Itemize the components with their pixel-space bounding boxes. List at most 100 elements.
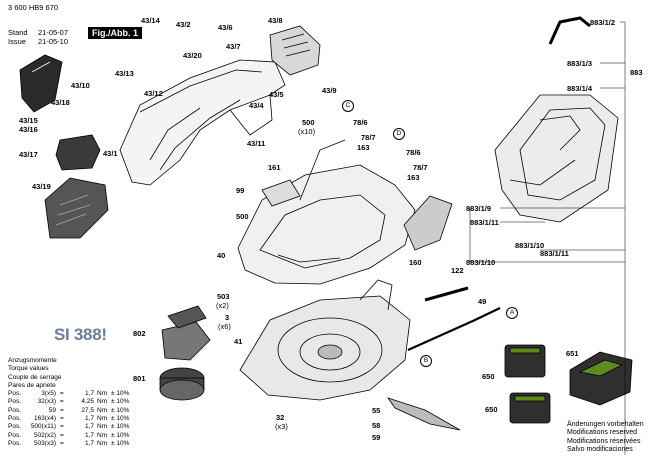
torque-table: Anzugsmomente Torque values Couple de se… [8,357,141,448]
torque-num: 502(x2) [33,431,56,439]
torque-eq: = [60,406,64,414]
torque-eq: = [60,398,64,406]
torque-unit: Nm [97,431,108,439]
torque-pos: Pos. [8,398,22,406]
callout-3: 3 [225,313,230,322]
keypad-part [269,25,321,76]
axle-49 [407,307,501,352]
callout-32: 32 [276,413,285,422]
torque-num: 3(x5) [41,390,56,398]
callout-500-b: 500 [236,212,249,221]
callout-43-10: 43/10 [71,81,90,90]
callout-43-14: 43/14 [141,16,160,25]
callout-883-1-10-a: 883/1/10 [515,241,545,250]
callout-40: 40 [217,251,226,260]
torque-val: 4,25 [81,398,94,406]
callout-43-9: 43/9 [322,86,337,95]
callout-55: 55 [372,406,381,415]
changes-note: Änderungen vorbehalten Modifications res… [567,421,644,454]
torque-tol: ± 10% [111,415,130,423]
callout-43-20: 43/20 [183,51,202,60]
callout-43-13: 43/13 [115,69,134,78]
callout-41: 41 [234,337,243,346]
changes-es: Salvo modificaciones [567,445,633,453]
callout-802: 802 [133,329,146,338]
callout-883-1-2: 883/1/2 [590,18,616,27]
callout-500-a: 500 [302,118,315,127]
torque-num: 163(x4) [33,415,56,423]
marker-a: A [506,307,518,319]
torque-tol: ± 10% [111,423,130,431]
torque-tol: ± 10% [111,439,130,447]
torque-pos: Pos. [8,431,22,439]
torque-unit: Nm [97,423,108,431]
torque-title-de: Anzugsmomente [8,357,57,364]
callout-43-16: 43/16 [19,125,38,134]
torque-unit: Nm [97,398,108,406]
callout-43-15: 43/15 [19,116,38,125]
rail-122 [424,286,469,302]
callout-78-7-a: 78/7 [361,133,376,142]
changes-fr: Modifications réservées [567,437,641,445]
marker-d: D [393,128,405,140]
torque-val: 1,7 [84,431,94,439]
callout-161: 161 [268,163,281,172]
torque-tol: ± 10% [111,406,130,414]
callout-883-1-4: 883/1/4 [567,84,593,93]
upper-housing-part [119,59,286,186]
changes-en: Modifications reserved [567,429,638,437]
callout-883-1-3: 883/1/3 [567,59,593,68]
callout-883-1-9: 883/1/9 [466,204,492,213]
callout-163-b: 163 [407,173,420,182]
doc-number: 3 600 HB9 670 [8,3,59,12]
torque-eq: = [60,390,64,398]
torque-val: 1,7 [84,415,94,423]
callout-43-19: 43/19 [32,182,51,191]
torque-tol: ± 10% [111,431,130,439]
stand-label: Stand [8,28,28,37]
callout-43-11: 43/11 [247,139,266,148]
callout-43-18: 43/18 [51,98,70,107]
stand-date: 21-05-07 [38,28,69,37]
callout-651: 651 [566,349,579,358]
part-43-17 [55,134,101,171]
cover-part-43-10 [19,54,63,113]
callout-49: 49 [478,297,487,306]
torque-pos: Pos. [8,439,22,447]
torque-eq: = [60,423,64,431]
torque-pos: Pos. [8,390,22,398]
callout-883: 883 [630,68,643,77]
torque-unit: Nm [97,406,108,414]
callout-78-7-b: 78/7 [413,163,428,172]
figure-label: Fig./Abb. 1 [88,27,142,39]
callout-32-x3: (x3) [275,422,288,431]
callout-160: 160 [409,258,422,267]
callout-650-a: 650 [482,372,495,381]
torque-title-es: Pares de apriete [8,381,56,389]
callout-43-2: 43/2 [176,20,191,29]
marker-c: C [342,100,354,112]
torque-unit: Nm [97,439,108,447]
torque-pos: Pos. [8,415,22,423]
torque-eq: = [60,415,64,423]
si-label: SI 388! [54,325,107,344]
callout-43-4: 43/4 [249,101,264,110]
callout-801: 801 [133,374,146,383]
battery-650-bottom [509,392,551,424]
callout-503-x2: (x2) [216,301,229,310]
torque-tol: ± 10% [111,390,130,398]
callout-3-x6: (x6) [218,322,231,331]
issue-label: Issue [8,37,26,46]
torque-eq: = [60,431,64,439]
handle-part [548,16,591,45]
callout-163-a: 163 [357,143,370,152]
callout-122: 122 [451,266,464,275]
changes-de: Änderungen vorbehalten [567,421,644,428]
torque-val: 27,5 [81,406,94,414]
